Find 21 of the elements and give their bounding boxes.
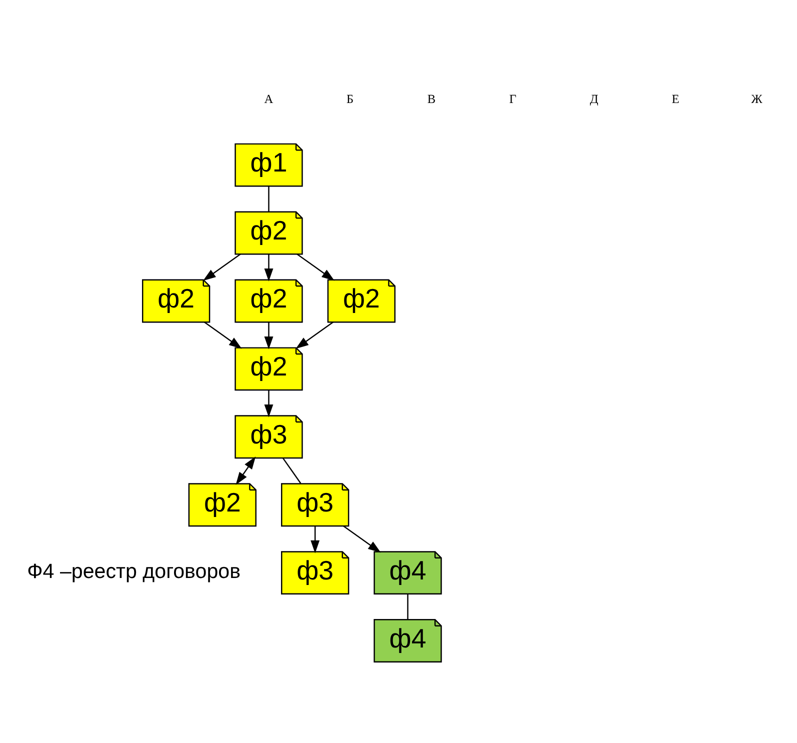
arrow (264, 390, 274, 418)
label: Д (590, 92, 598, 106)
connector (268, 186, 270, 212)
label: В (427, 92, 436, 106)
arrow (264, 322, 274, 350)
label: Ф4 –реестр договоров (27, 560, 241, 583)
label: Б (346, 92, 354, 106)
label: Е (672, 92, 680, 106)
label: А (264, 92, 274, 106)
connector (282, 458, 302, 484)
arrow (296, 254, 334, 281)
arrow (296, 322, 334, 349)
label: Ж (751, 92, 762, 106)
arrow (310, 526, 320, 554)
arrow (236, 456, 256, 485)
arrow (203, 254, 241, 281)
connector (407, 594, 408, 620)
arrow (204, 322, 242, 349)
arrow (343, 526, 381, 553)
label: Г (509, 92, 516, 106)
arrow (264, 254, 274, 282)
